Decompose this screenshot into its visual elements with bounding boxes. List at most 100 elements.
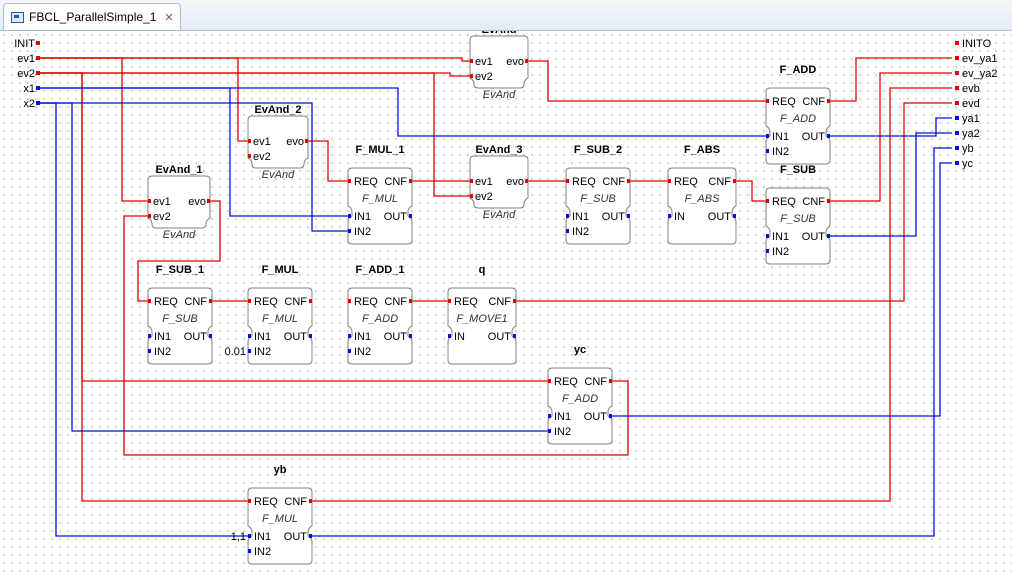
event-pin[interactable] xyxy=(470,74,473,78)
data-pin[interactable] xyxy=(827,134,830,138)
interface-input-pin[interactable] xyxy=(36,41,40,45)
event-pin[interactable] xyxy=(448,299,451,303)
data-pin[interactable] xyxy=(348,229,351,233)
data-pin[interactable] xyxy=(409,214,412,218)
fb-body[interactable] xyxy=(147,287,213,365)
data-pin[interactable] xyxy=(448,334,451,338)
data-pin[interactable] xyxy=(209,334,212,338)
data-pin[interactable] xyxy=(668,214,671,218)
event-pin[interactable] xyxy=(609,379,612,383)
editor-tab[interactable]: FBCL_ParallelSimple_1 ✕ xyxy=(3,3,181,30)
interface-output-pin[interactable] xyxy=(955,161,959,165)
data-pin[interactable] xyxy=(766,234,769,238)
event-pin[interactable] xyxy=(248,299,251,303)
fb-body[interactable] xyxy=(247,487,313,565)
fb-evand[interactable]: EvAndev1ev2evoEvAnd xyxy=(469,24,529,101)
interface-output-pin[interactable] xyxy=(955,131,959,135)
event-pin[interactable] xyxy=(148,299,151,303)
data-pin[interactable] xyxy=(148,349,151,353)
interface-output-pin[interactable] xyxy=(955,56,959,60)
event-pin[interactable] xyxy=(827,99,830,103)
fb-body[interactable] xyxy=(347,287,413,365)
data-pin[interactable] xyxy=(248,534,251,538)
event-pin[interactable] xyxy=(548,379,551,383)
data-pin[interactable] xyxy=(766,149,769,153)
fb-body[interactable] xyxy=(147,175,211,229)
event-pin[interactable] xyxy=(148,199,151,203)
data-pin[interactable] xyxy=(309,334,312,338)
interface-output-pin[interactable] xyxy=(955,116,959,120)
event-pin[interactable] xyxy=(305,139,308,143)
data-pin[interactable] xyxy=(148,334,151,338)
fb-body[interactable] xyxy=(469,35,529,89)
interface-input-pin[interactable] xyxy=(36,101,40,105)
event-pin[interactable] xyxy=(348,299,351,303)
data-pin[interactable] xyxy=(348,349,351,353)
fb-body[interactable] xyxy=(447,287,517,365)
event-pin[interactable] xyxy=(827,199,830,203)
interface-output-pin[interactable] xyxy=(955,101,959,105)
data-pin[interactable] xyxy=(609,414,612,418)
data-pin[interactable] xyxy=(733,214,736,218)
event-pin[interactable] xyxy=(513,299,516,303)
fb-body[interactable] xyxy=(469,155,529,209)
event-pin[interactable] xyxy=(525,179,528,183)
event-pin[interactable] xyxy=(733,179,736,183)
event-pin[interactable] xyxy=(248,139,251,143)
fb-body[interactable] xyxy=(565,167,631,245)
event-pin[interactable] xyxy=(525,59,528,63)
data-pin[interactable] xyxy=(409,334,412,338)
fb-body[interactable] xyxy=(347,167,413,245)
data-pin[interactable] xyxy=(309,534,312,538)
event-pin[interactable] xyxy=(309,499,312,503)
event-pin[interactable] xyxy=(566,179,569,183)
interface-output-pin[interactable] xyxy=(955,71,959,75)
interface-output-pin[interactable] xyxy=(955,146,959,150)
interface-output-pin[interactable] xyxy=(955,86,959,90)
event-pin[interactable] xyxy=(248,154,251,158)
fb-body[interactable] xyxy=(247,287,313,365)
event-pin[interactable] xyxy=(309,299,312,303)
fb-body[interactable] xyxy=(247,115,309,169)
event-pin[interactable] xyxy=(470,194,473,198)
data-pin[interactable] xyxy=(548,414,551,418)
event-pin[interactable] xyxy=(470,179,473,183)
data-pin[interactable] xyxy=(248,349,251,353)
data-pin[interactable] xyxy=(766,134,769,138)
event-pin[interactable] xyxy=(668,179,671,183)
data-pin[interactable] xyxy=(248,334,251,338)
event-pin[interactable] xyxy=(470,59,473,63)
fb-network-canvas[interactable]: EvAndev1ev2evoEvAndEvAnd_2ev1ev2evoEvAnd… xyxy=(0,24,1012,576)
data-pin[interactable] xyxy=(566,214,569,218)
data-pin[interactable] xyxy=(348,334,351,338)
event-pin[interactable] xyxy=(766,199,769,203)
fb-body[interactable] xyxy=(667,167,737,245)
fb-body[interactable] xyxy=(547,367,613,445)
event-pin[interactable] xyxy=(766,99,769,103)
data-pin[interactable] xyxy=(827,234,830,238)
event-pin[interactable] xyxy=(207,199,210,203)
data-pin[interactable] xyxy=(766,249,769,253)
fb-body[interactable] xyxy=(765,187,831,265)
data-pin[interactable] xyxy=(513,334,516,338)
data-pin[interactable] xyxy=(566,229,569,233)
close-icon[interactable]: ✕ xyxy=(164,11,174,24)
data-pin[interactable] xyxy=(548,429,551,433)
interface-input-pin[interactable] xyxy=(36,86,40,90)
event-pin[interactable] xyxy=(409,299,412,303)
event-pin[interactable] xyxy=(409,179,412,183)
event-pin[interactable] xyxy=(348,179,351,183)
